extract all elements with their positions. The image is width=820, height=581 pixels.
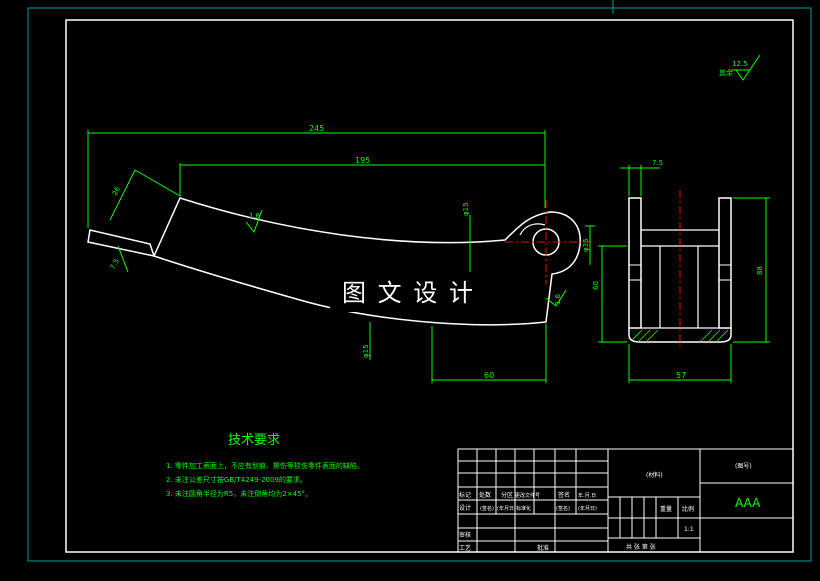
tb-label-approve: 批准 [537,544,549,552]
side-view: 7.5 88 60 57 [592,159,770,383]
dim-lower-dia: φ15 [362,344,370,358]
roughness-value: 12.5 [732,60,748,68]
dim-hole-right: φ35 [582,238,590,252]
tb-scale-value: 1:1 [684,526,694,533]
tb-sheet-info: 共 张 第 张 [626,543,656,551]
tb-material: (材料) [646,471,663,479]
tb-label-review: 审核 [459,531,471,539]
tb-weight-label: 重量 [660,505,672,513]
tb-label-date2: (年月日) [497,505,516,512]
tb-label-marker: 标记 [459,491,471,499]
dim-hole-center: φ15 [462,202,470,216]
tb-label-date: 年.月.日 [578,492,596,499]
side-dim-top: 7.5 [652,159,663,167]
side-dim-right: 88 [756,266,764,275]
dim-overall: 245 [309,124,324,133]
tb-label-design: 设计 [459,504,471,512]
side-dim-bottom: 57 [676,371,686,380]
tb-label-date3: (年月日) [578,505,597,512]
watermark-text: 图 文 设 计 [342,279,475,307]
watermark-bg [330,272,500,312]
dim-tip: 7.5 [109,257,121,271]
tb-drawing-no: (图号) [735,463,752,470]
tb-label-sign3: (签名) [556,505,570,512]
tech-req-item-1: 1. 零件加工表面上，不应有划痕、擦伤等损伤零件表面的缺陷。 [166,461,364,470]
tb-part-name: AAA [735,496,761,510]
dim-lug: 26 [111,185,123,197]
front-view: 245 195 26 7.5 1.6 φ15 φ35 1.6 φ15 60 [87,124,595,383]
sheet-border [27,7,812,562]
tb-scale-label: 比例 [682,505,694,513]
dim-bottom: 60 [484,371,494,380]
roughness-label: 其余 [719,68,733,77]
tb-label-count: 处数 [479,491,491,499]
title-block [457,448,794,553]
tech-req-title: 技术要求 [228,433,280,448]
tb-label-sign: 签名 [558,491,570,499]
tb-label-sign2: (签名) [480,505,494,512]
drawing-frame [65,19,794,553]
tb-label-zone: 分区 [501,491,513,499]
dim-upper: 195 [355,156,370,165]
roughness-symbol: 其余 12.5 [719,54,761,81]
side-dim-left: 60 [592,281,600,290]
tech-req-item-3: 3. 未注圆角半径为R5，未注倒角均为2×45°。 [166,489,312,498]
tb-label-standardize: 标准化 [516,505,531,512]
tb-label-change-doc: 更改文件号 [515,492,540,499]
tech-req-item-2: 2. 未注公差尺寸按GB/T4249-2009的要求。 [166,475,307,484]
tb-label-process: 工艺 [459,544,471,552]
arm-outline [152,197,581,326]
rough-right: 1.6 [554,293,562,305]
rough-mid: 1.6 [249,212,261,220]
